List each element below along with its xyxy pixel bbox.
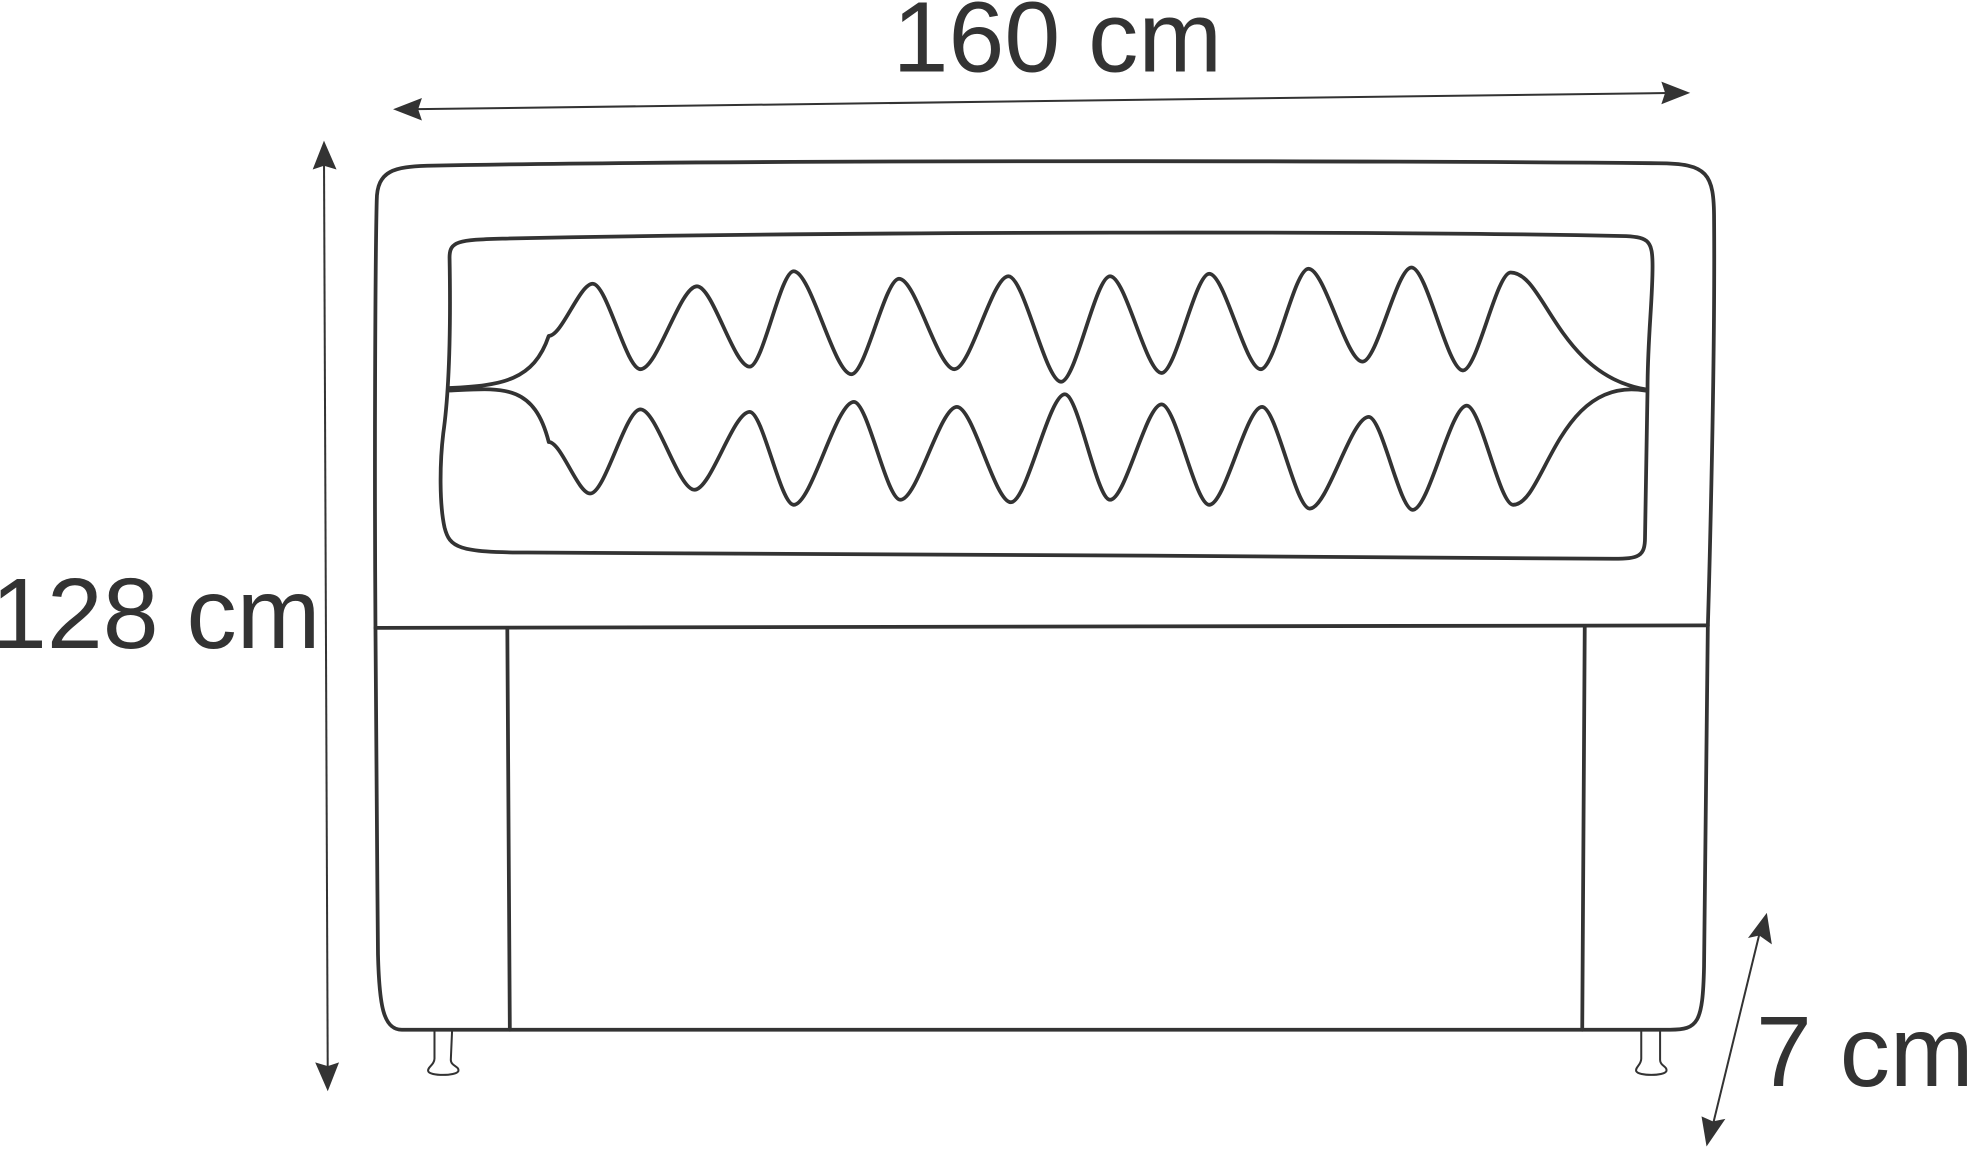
right-leg-post [1580, 624, 1587, 1032]
tufted-panel-outline [438, 230, 1655, 561]
arrow-left-icon [393, 97, 422, 121]
headboard-outline [373, 159, 1717, 1032]
height-label: 128 cm [0, 558, 320, 670]
depth-label: 7 cm [1756, 996, 1969, 1108]
arrow-down-icon [315, 1062, 340, 1092]
left-foot [427, 1030, 460, 1076]
arrow-up-icon [1747, 912, 1772, 945]
height-dimension: 128 cm [0, 140, 340, 1092]
depth-dimension: 7 cm [1701, 912, 1969, 1147]
panel-divider [373, 623, 1710, 630]
tufting-wave-top [447, 265, 1647, 392]
depth-arrow-line [1710, 929, 1762, 1131]
left-leg-post [505, 627, 512, 1032]
arrow-down-icon [1701, 1116, 1726, 1147]
arrow-up-icon [312, 140, 337, 170]
width-dimension: 160 cm [393, 0, 1691, 121]
height-arrow-line [322, 153, 329, 1078]
right-foot [1635, 1030, 1668, 1076]
width-arrow-line [408, 91, 1677, 111]
width-label: 160 cm [893, 0, 1222, 94]
tufting-wave-bottom [447, 387, 1647, 512]
arrow-right-icon [1661, 81, 1691, 105]
